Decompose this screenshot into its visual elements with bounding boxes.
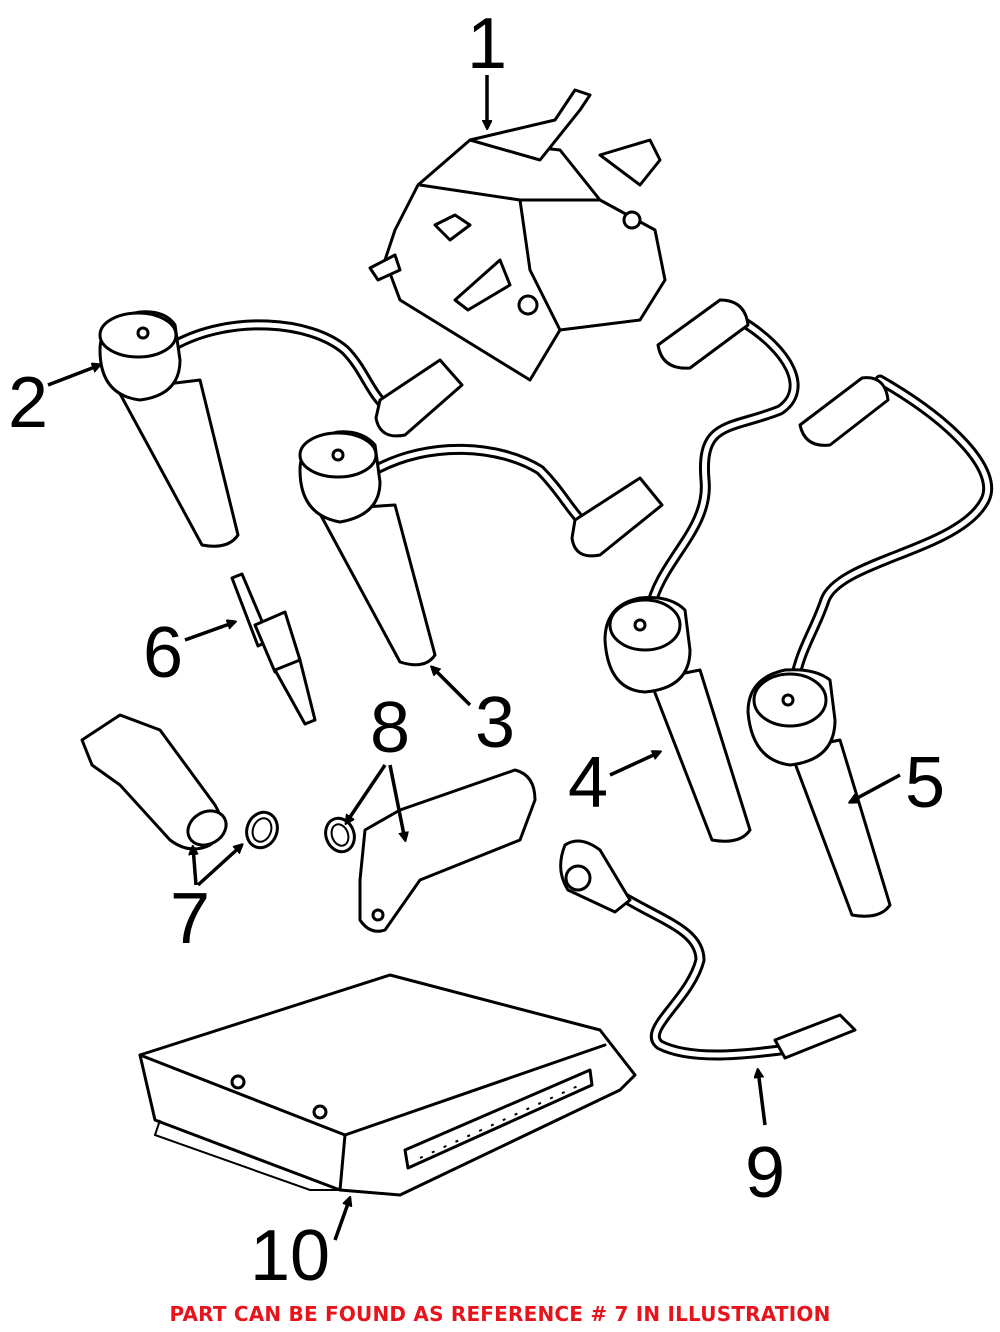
part-4-ignition-coil[interactable] [603,298,800,843]
part-10-engine-control-module[interactable] [138,973,637,1197]
part-7-crankshaft-sensor[interactable] [80,713,282,852]
arrow-3 [432,667,472,707]
part-8-camshaft-sensor[interactable] [321,768,537,933]
arrow-8a [346,764,387,823]
arrow-5 [850,773,901,802]
callout-4: 4 [568,743,608,823]
callout-5: 5 [905,743,945,823]
callout-9: 9 [745,1133,785,1213]
callout-6: 6 [143,613,183,693]
part-9-knock-sensor[interactable] [559,839,857,1061]
part-3-ignition-coil[interactable] [298,430,664,667]
reference-note: PART CAN BE FOUND AS REFERENCE # 7 IN IL… [169,1302,831,1326]
leader-arrows [47,75,901,1241]
callout-3: 3 [475,683,515,763]
arrow-6 [184,622,235,642]
callout-7: 7 [170,879,210,959]
part-1-coil-pack[interactable] [368,88,667,382]
part-6-spark-plug[interactable] [230,572,317,726]
arrow-7a [193,847,196,886]
part-5-ignition-coil[interactable] [746,374,994,918]
arrow-4 [609,752,660,777]
arrow-9 [758,1070,767,1126]
callout-1: 1 [467,4,507,84]
part-2-ignition-coil[interactable] [98,310,464,548]
arrow-8b [388,764,405,840]
arrow-10 [333,1198,350,1241]
arrow-2 [47,365,100,387]
callout-8: 8 [370,688,410,768]
arrow-7b [196,845,242,887]
callout-10: 10 [250,1216,330,1296]
callout-2: 2 [8,363,48,443]
